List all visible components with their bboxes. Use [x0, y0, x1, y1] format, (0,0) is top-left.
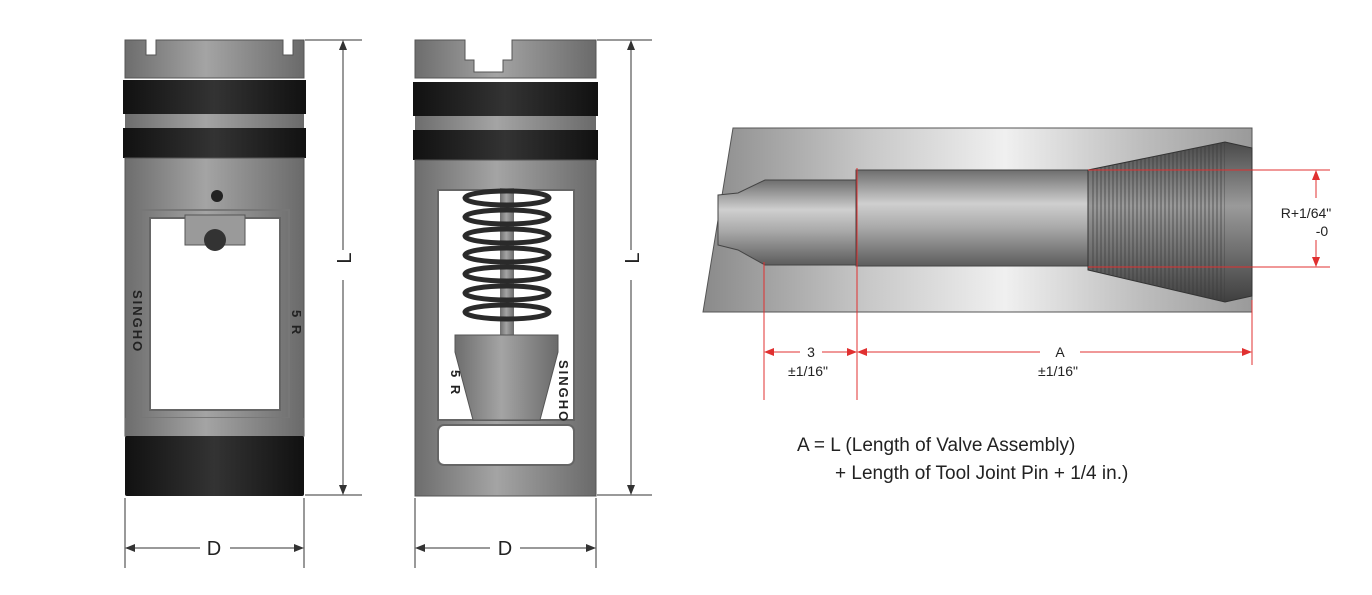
valve-left-seal-bottom — [125, 436, 304, 496]
valve-right-poppet — [454, 334, 559, 421]
valve-left-dim-l: L — [305, 39, 362, 496]
valve-right-spring — [462, 188, 552, 322]
bore-shaft — [855, 169, 1091, 267]
bore-dim-a-tol: ±1/16" — [1038, 363, 1078, 379]
valve-right-dim-l-label: L — [622, 252, 644, 263]
valve-right-bottom-slot — [437, 424, 575, 466]
valve-left-engraving-singho: SINGHO — [130, 290, 145, 353]
valve-right-top-cap — [414, 39, 597, 79]
bore-dim-r-tol: -0 — [1316, 223, 1329, 239]
valve-left-seal-middle — [123, 128, 306, 158]
valve-right-dim-d: D — [414, 498, 597, 568]
valve-left-engraving-5r: 5 R — [289, 310, 304, 336]
bore-drawing: 3 ±1/16" A ±1/16" R+1/64" -0 — [702, 127, 1332, 400]
valve-left-ring — [125, 114, 304, 128]
valve-left-dim-l-label: L — [334, 252, 356, 263]
valve-left: SINGHO 5 R — [123, 39, 306, 496]
formula-line-1: A = L (Length of Valve Assembly) — [797, 435, 1075, 456]
valve-left-dim-d: D — [124, 498, 305, 568]
valve-left-bottom-ring — [125, 418, 304, 436]
valve-right-engraving-singho: SINGHO — [556, 360, 571, 423]
bore-dim-a: A — [1055, 344, 1065, 360]
bore-red-lines — [763, 168, 1330, 400]
valve-right-ring — [415, 116, 596, 130]
formula-line-2: + Length of Tool Joint Pin + 1/4 in.) — [835, 463, 1128, 484]
valve-left-top-cap — [124, 39, 305, 79]
bore-dim-3: 3 — [807, 344, 815, 360]
valve-left-screw — [211, 190, 223, 202]
valve-left-ball — [204, 229, 226, 251]
bore-dim-3-tol: ±1/16" — [788, 363, 828, 379]
valve-right: 5 R SINGHO — [413, 39, 598, 497]
valve-right-seal-middle — [413, 130, 598, 160]
valve-left-dim-d-label: D — [207, 538, 221, 560]
bore-dim-r: R+1/64" — [1281, 205, 1332, 221]
valve-right-engraving-5r: 5 R — [448, 370, 463, 396]
valve-right-seal-upper — [413, 82, 598, 116]
valve-left-seal-upper — [123, 80, 306, 114]
valve-right-dim-l: L — [597, 39, 652, 496]
valve-right-dim-d-label: D — [498, 538, 512, 560]
